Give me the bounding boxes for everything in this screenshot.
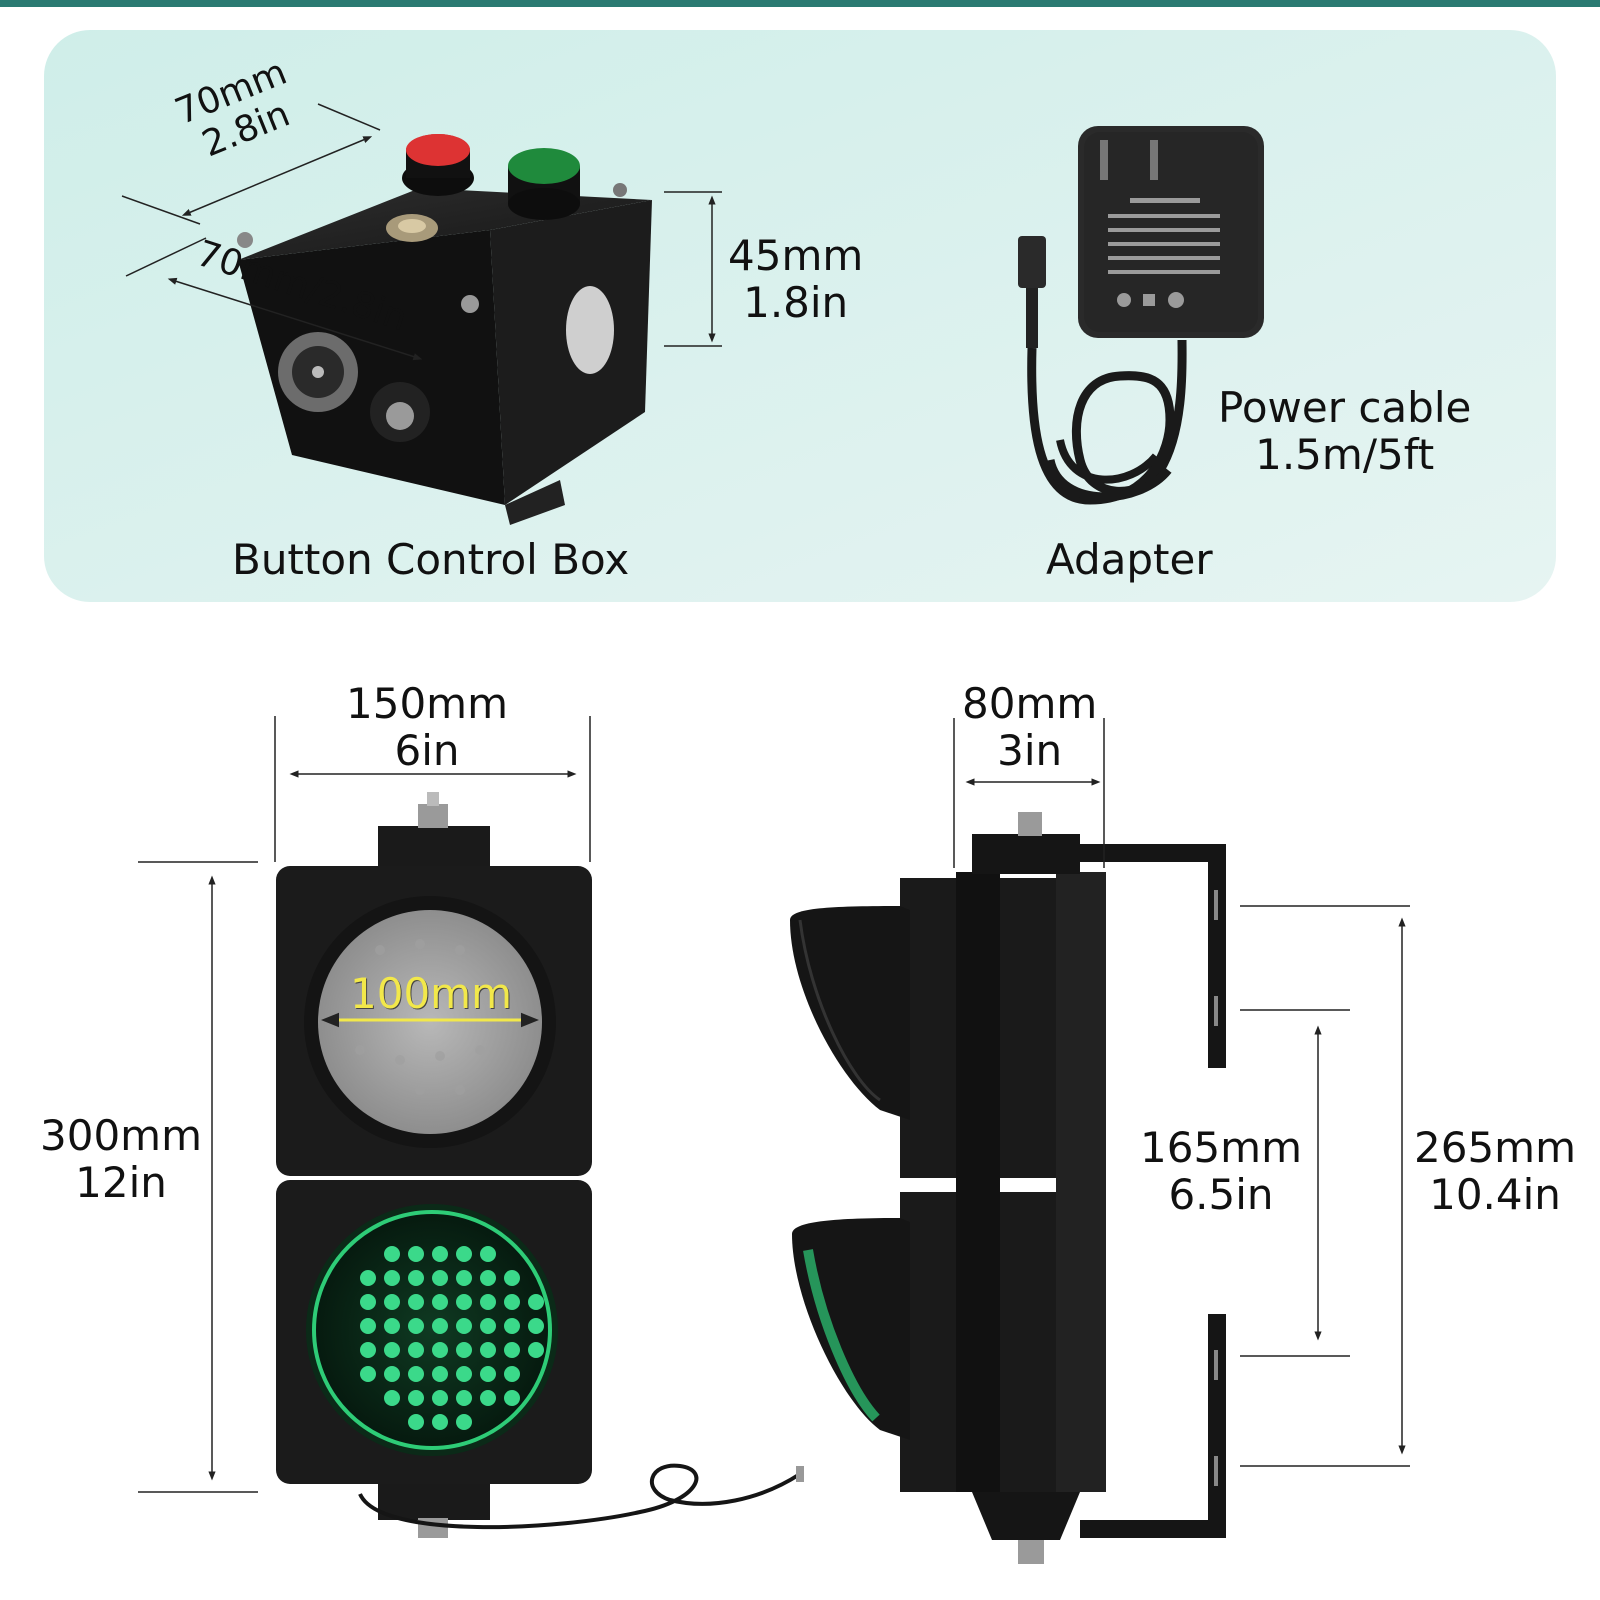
led-dot <box>408 1342 424 1358</box>
led-dot <box>504 1342 520 1358</box>
led-dot <box>360 1342 376 1358</box>
led-dot <box>384 1366 400 1382</box>
led-dot <box>360 1294 376 1310</box>
outer-spacing-mm: 265mm <box>1414 1123 1576 1172</box>
led-dot <box>408 1318 424 1334</box>
front-width-mm: 150mm <box>346 679 508 728</box>
led-dot <box>432 1342 448 1358</box>
led-dot <box>432 1246 448 1262</box>
led-dot <box>480 1294 496 1310</box>
traffic-light-front-icon <box>276 792 804 1538</box>
led-dot <box>480 1366 496 1382</box>
outer-spacing-label: 265mm 10.4in <box>1414 1124 1576 1218</box>
led-dot <box>408 1414 424 1430</box>
led-dot <box>456 1414 472 1430</box>
led-dot <box>384 1390 400 1406</box>
led-dot <box>480 1390 496 1406</box>
led-dot <box>456 1270 472 1286</box>
front-dimension-lines <box>138 716 591 1493</box>
front-height-in: 12in <box>75 1158 167 1208</box>
control-box-height-in: 1.8in <box>743 278 849 328</box>
led-dot <box>456 1390 472 1406</box>
power-cable-length: 1.5m/5ft <box>1255 430 1435 480</box>
side-dimension-lines <box>953 718 1410 1467</box>
led-dot <box>432 1318 448 1334</box>
led-dot <box>384 1342 400 1358</box>
led-dot <box>432 1390 448 1406</box>
led-dot <box>456 1366 472 1382</box>
power-adapter-icon <box>1018 126 1264 505</box>
led-dot <box>504 1390 520 1406</box>
side-depth-in: 3in <box>997 726 1063 776</box>
led-dot <box>480 1246 496 1262</box>
adapter-caption: Adapter <box>1046 535 1213 584</box>
led-dot <box>528 1294 544 1310</box>
led-dot <box>408 1270 424 1286</box>
side-depth-mm: 80mm <box>962 679 1098 728</box>
led-dot <box>384 1318 400 1334</box>
led-dot <box>432 1270 448 1286</box>
led-dot <box>384 1270 400 1286</box>
led-dot <box>504 1270 520 1286</box>
led-dot <box>408 1246 424 1262</box>
led-dot <box>504 1318 520 1334</box>
lens-diameter-label: 100mm <box>350 969 512 1018</box>
power-cable-title: Power cable <box>1218 383 1472 432</box>
led-dot <box>432 1294 448 1310</box>
led-dot <box>432 1366 448 1382</box>
led-dot <box>504 1366 520 1382</box>
led-dot <box>456 1294 472 1310</box>
front-height-mm: 300mm <box>40 1111 202 1160</box>
inner-spacing-mm: 165mm <box>1140 1123 1302 1172</box>
led-dot <box>360 1318 376 1334</box>
inner-spacing-label: 165mm 6.5in <box>1140 1124 1302 1218</box>
led-dot <box>384 1246 400 1262</box>
front-height-label: 300mm 12in <box>40 1112 202 1206</box>
side-depth-label: 80mm 3in <box>962 680 1097 774</box>
power-cable-label: Power cable 1.5m/5ft <box>1218 384 1471 478</box>
led-dot <box>456 1318 472 1334</box>
led-dot <box>432 1414 448 1430</box>
led-dot <box>408 1294 424 1310</box>
led-dot <box>408 1390 424 1406</box>
control-box-height-label: 45mm 1.8in <box>728 232 863 326</box>
control-box-height-mm: 45mm <box>728 231 864 280</box>
led-dot <box>408 1366 424 1382</box>
led-dot <box>456 1246 472 1262</box>
control-box-caption: Button Control Box <box>232 535 630 584</box>
front-width-label: 150mm 6in <box>346 680 508 774</box>
led-dot <box>504 1294 520 1310</box>
traffic-light-side-icon <box>790 812 1226 1564</box>
led-dot <box>528 1342 544 1358</box>
led-dot <box>384 1294 400 1310</box>
led-dot <box>480 1342 496 1358</box>
led-dot <box>480 1318 496 1334</box>
led-dot <box>360 1366 376 1382</box>
led-dot <box>528 1318 544 1334</box>
led-dot <box>360 1270 376 1286</box>
top-accent-bar <box>0 0 1600 7</box>
led-dot <box>456 1342 472 1358</box>
led-dot <box>480 1270 496 1286</box>
front-width-in: 6in <box>394 726 460 776</box>
inner-spacing-in: 6.5in <box>1168 1170 1274 1220</box>
outer-spacing-in: 10.4in <box>1429 1170 1561 1220</box>
control-box-dimension-lines <box>121 103 722 361</box>
